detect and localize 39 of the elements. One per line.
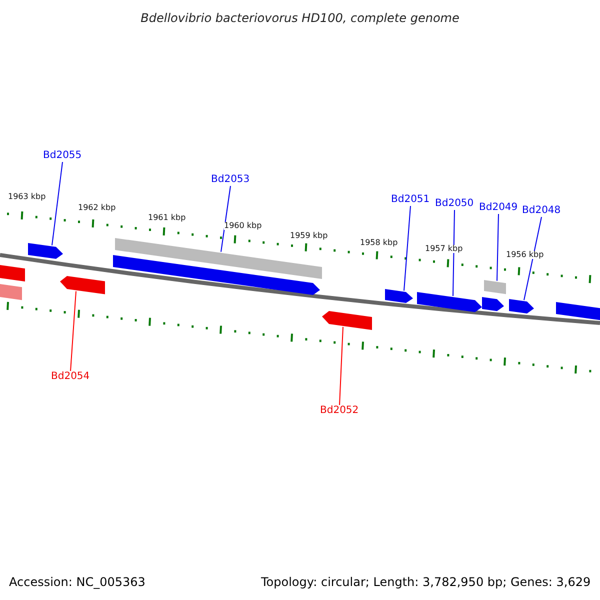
gene-feature [28,243,63,259]
gene-label: Bd2054 [51,372,90,382]
footer-text: Accession: NC_005363 [9,576,146,588]
scale-label: 1958 kbp [360,239,398,247]
gene-label: Bd2050 [435,199,474,209]
scale-label: 1962 kbp [78,204,116,212]
scale-label: 1957 kbp [425,245,463,253]
gene-label: Bd2053 [211,175,250,185]
gene-feature [482,297,504,312]
gene-bar [556,302,600,320]
scale-label: 1963 kbp [8,193,46,201]
leader-line [524,216,542,301]
gene-bar [0,265,25,282]
leader-line [220,186,231,252]
gene-bar [484,280,506,294]
leader-line [496,214,499,282]
gene-label: Bd2049 [479,203,518,213]
gene-label: Bd2051 [391,195,430,205]
gene-feature [509,299,534,314]
leader-line [52,162,63,246]
gene-label: Bd2052 [320,406,359,416]
gene-feature [113,255,320,295]
gene-label: Bd2048 [522,206,561,216]
scale-label: 1956 kbp [506,251,544,259]
gene-feature [385,289,413,303]
diagram-title: Bdellovibrio bacteriovorus HD100, complete genome [140,12,460,24]
scale-label: 1961 kbp [148,214,186,222]
footer-text: Topology: circular; Length: 3,782,950 bp; Genes: 3,629 [261,576,591,588]
gene-label: Bd2055 [43,151,82,161]
leader-line [339,326,344,406]
leader-line [70,290,76,372]
leader-line [452,210,455,297]
gene-feature [60,276,105,294]
gene-feature [322,310,372,330]
gene-bar [115,238,322,279]
leader-line [404,206,411,292]
scale-label: 1960 kbp [224,222,262,230]
gene-bar [0,284,22,300]
scale-label: 1959 kbp [290,232,328,240]
